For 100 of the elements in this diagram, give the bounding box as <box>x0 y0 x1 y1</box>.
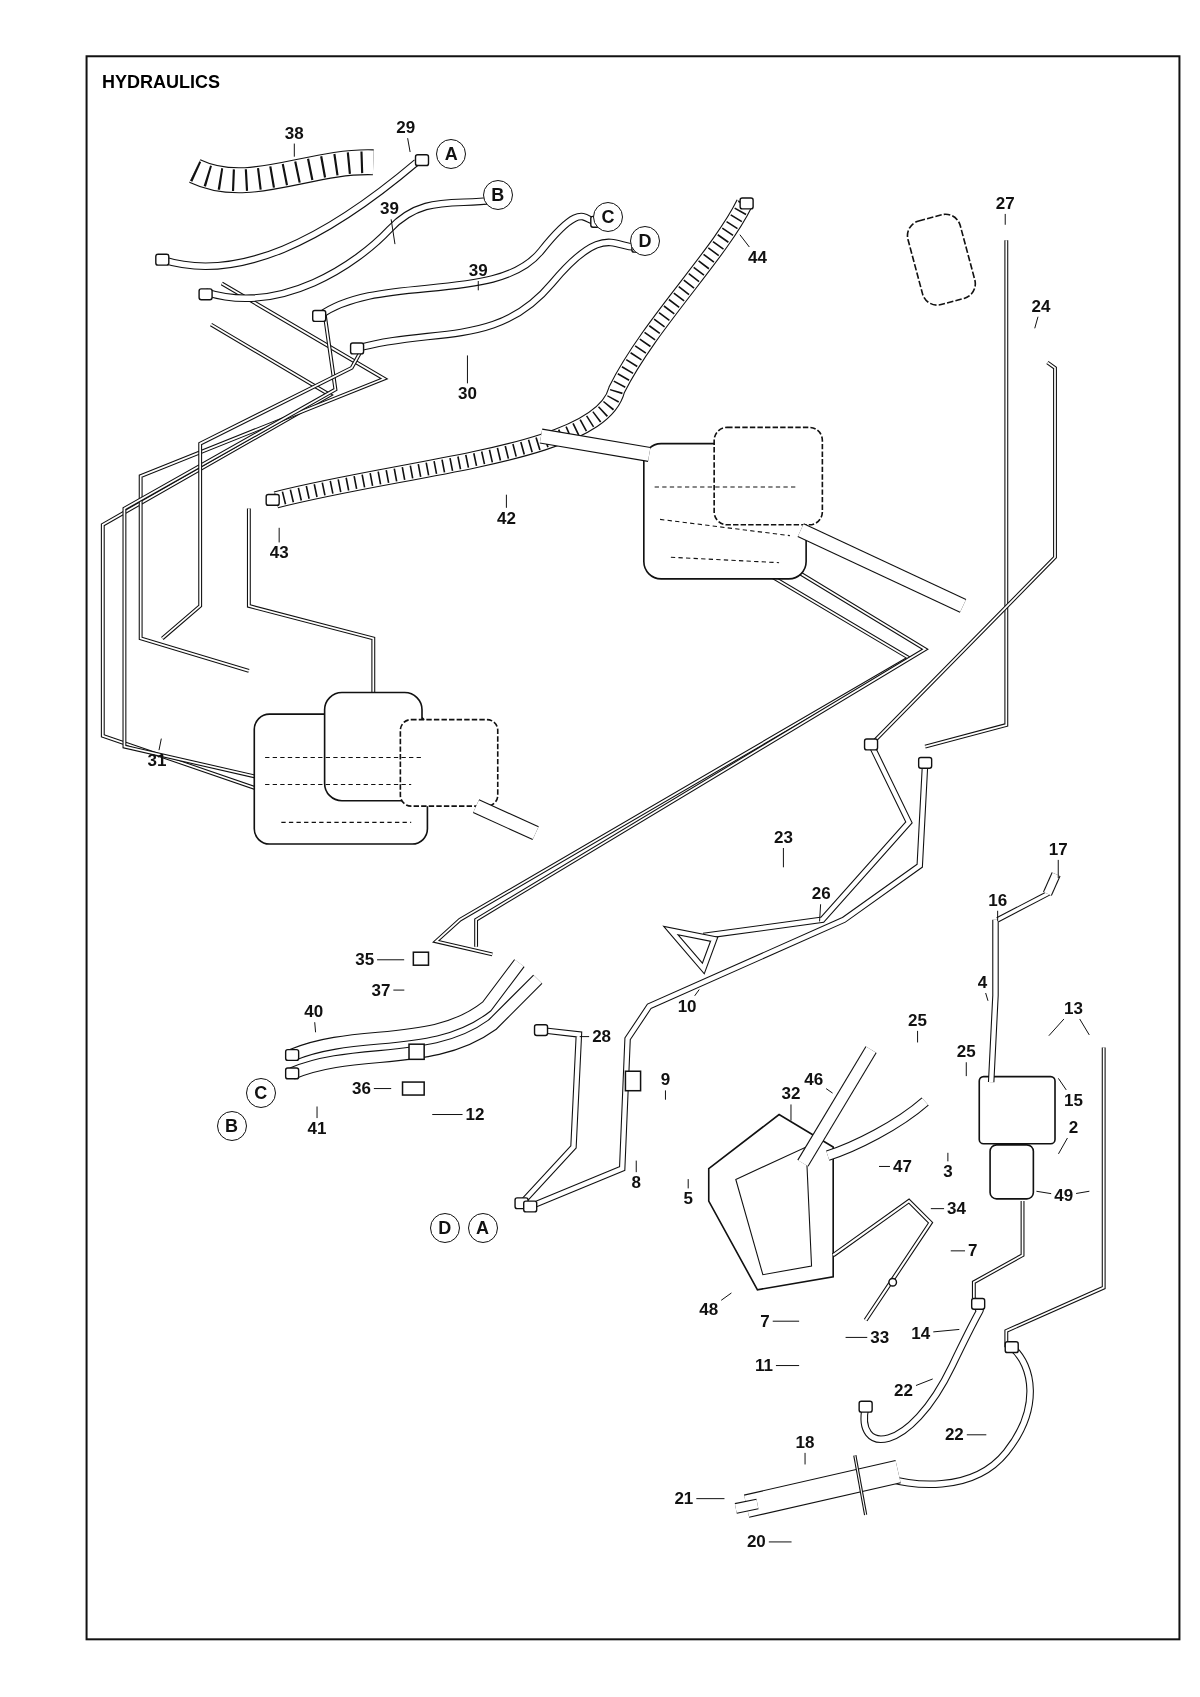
callout-number: 24 <box>1029 296 1053 316</box>
leader-line <box>579 1036 590 1038</box>
leader-line <box>390 218 396 245</box>
callout-number: 46 <box>802 1070 826 1090</box>
diagram-title: HYDRAULICS <box>102 72 220 93</box>
leader-line <box>1057 1137 1068 1155</box>
callout-number: 9 <box>658 1070 673 1090</box>
leader-line <box>930 1208 945 1210</box>
leader-line <box>1075 1190 1090 1194</box>
callout-number: 43 <box>267 543 291 563</box>
leader-line <box>804 1452 806 1465</box>
leader-line <box>947 1152 949 1162</box>
leader-line <box>772 1320 800 1322</box>
callout-number: 26 <box>809 884 833 904</box>
callout-number: 41 <box>305 1119 329 1139</box>
leader-line <box>917 1030 919 1043</box>
leader-line <box>782 847 784 868</box>
callout-number: 38 <box>282 123 306 143</box>
callout-number: 12 <box>463 1105 487 1124</box>
leader-line <box>768 1541 793 1543</box>
callout-number: 33 <box>868 1327 892 1347</box>
leader-line <box>505 494 507 509</box>
callout-number: 40 <box>302 1002 326 1022</box>
callout-number: 10 <box>675 996 699 1016</box>
leader-line <box>1048 1018 1065 1037</box>
leader-line <box>1035 1190 1052 1195</box>
reference-letter-circle: C <box>245 1077 276 1108</box>
callout-number: 22 <box>942 1425 966 1445</box>
leader-line <box>1079 1018 1090 1036</box>
leader-line <box>431 1114 464 1115</box>
leader-line <box>278 527 280 543</box>
callout-number: 22 <box>892 1380 915 1400</box>
leader-line <box>695 1498 725 1500</box>
callout-number: 16 <box>986 890 1010 910</box>
callout-number: 35 <box>353 950 377 970</box>
callout-number: 49 <box>1052 1186 1076 1206</box>
leader-line <box>158 738 162 751</box>
callout-number: 15 <box>1061 1090 1085 1110</box>
callout-number: 47 <box>890 1156 914 1176</box>
leader-line <box>965 1061 967 1077</box>
callout-number: 29 <box>394 118 418 138</box>
leader-line <box>819 903 822 922</box>
callout-number: 32 <box>779 1084 803 1104</box>
callout-number: 18 <box>793 1432 817 1452</box>
leader-line <box>985 992 989 1002</box>
callout-number: 21 <box>672 1489 696 1509</box>
callout-number: 39 <box>378 199 401 219</box>
callout-number: 2 <box>1066 1118 1081 1137</box>
leader-line <box>392 989 405 991</box>
callout-number: 7 <box>758 1311 772 1331</box>
leader-line <box>687 1178 689 1189</box>
callout-number: 25 <box>906 1010 930 1030</box>
leader-line <box>845 1336 868 1338</box>
reference-letter-circle: D <box>429 1213 460 1244</box>
reference-letter-circle: A <box>436 138 467 169</box>
leader-line <box>477 280 479 291</box>
callout-number: 23 <box>771 828 795 847</box>
callout-number: 4 <box>975 973 990 992</box>
callout-number: 25 <box>954 1042 978 1062</box>
leader-line <box>739 234 750 248</box>
callout-number: 44 <box>745 248 769 267</box>
leader-line <box>316 1106 318 1119</box>
leader-line <box>694 989 700 997</box>
leader-line <box>966 1434 987 1436</box>
callout-number: 39 <box>466 261 490 280</box>
callout-number: 5 <box>681 1189 695 1209</box>
callout-number: 30 <box>456 384 479 404</box>
callout-number: 17 <box>1046 839 1070 859</box>
leader-line <box>720 1292 732 1301</box>
reference-letter-circle: B <box>482 179 513 210</box>
callout-number: 13 <box>1061 998 1085 1018</box>
leader-line <box>314 1021 317 1033</box>
leader-line <box>466 354 468 384</box>
leader-line <box>1004 213 1006 226</box>
leader-line <box>1034 316 1039 329</box>
leader-line <box>1057 859 1059 879</box>
callout-number: 7 <box>966 1241 980 1261</box>
callout-number: 48 <box>697 1299 721 1319</box>
leader-line <box>376 959 405 961</box>
reference-letter-circle: C <box>593 202 624 233</box>
leader-line <box>664 1089 666 1101</box>
callout-number: 34 <box>945 1199 968 1219</box>
reference-letter-circle: B <box>216 1111 247 1142</box>
callout-number: 36 <box>349 1079 373 1099</box>
leader-line <box>790 1103 792 1122</box>
leader-line <box>373 1088 392 1090</box>
reference-letter-circle: A <box>467 1213 498 1244</box>
leader-line <box>915 1378 934 1387</box>
leader-line <box>775 1365 800 1367</box>
callout-number: 28 <box>590 1027 614 1047</box>
leader-line <box>878 1165 891 1167</box>
callout-number: 8 <box>629 1173 643 1193</box>
callout-number: 20 <box>744 1532 768 1552</box>
callout-number: 42 <box>494 508 518 528</box>
callout-number: 27 <box>993 193 1017 213</box>
reference-letter-circle: D <box>629 226 660 257</box>
leader-line <box>293 143 295 158</box>
callout-number: 14 <box>909 1323 933 1343</box>
callout-number: 31 <box>145 751 169 771</box>
leader-line <box>407 137 411 153</box>
